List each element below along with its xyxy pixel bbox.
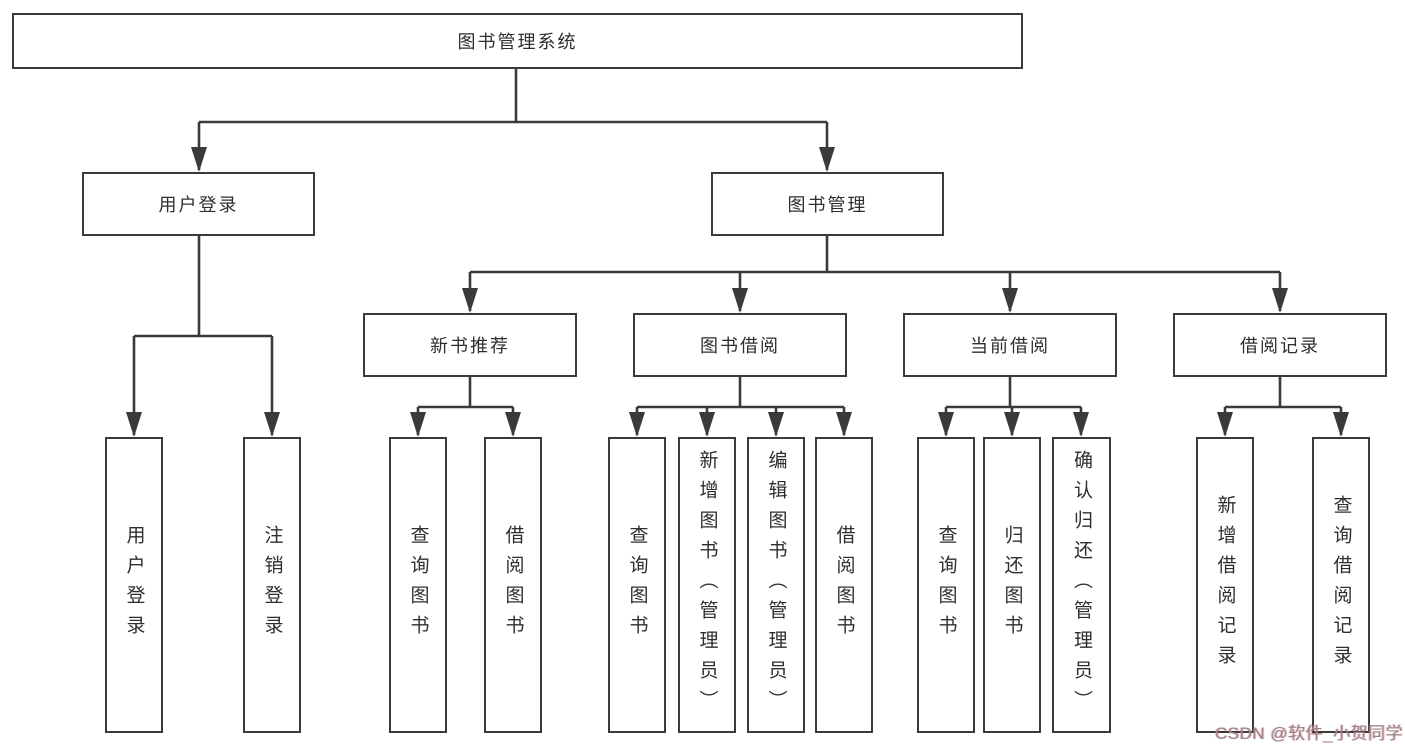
arrow-down	[699, 412, 715, 437]
arrow-down	[732, 288, 748, 313]
leaf-logout-label: 注销登录	[261, 525, 283, 645]
leaf-return-book-label: 归还图书	[1001, 525, 1023, 645]
leaf-confirm-return-admin-label: 确认归还（管理员）	[1071, 450, 1092, 720]
node-new-book-recommendation: 新书推荐	[363, 313, 577, 377]
leaf-user-login-label: 用户登录	[123, 525, 145, 645]
leaf-query-borrow-record-label: 查询借阅记录	[1330, 495, 1352, 675]
arrow-down	[264, 412, 280, 437]
arrow-down	[629, 412, 645, 437]
arrow-down	[1272, 288, 1288, 313]
node-borrowing-records: 借阅记录	[1173, 313, 1387, 377]
arrow-down	[462, 288, 478, 313]
node-new-book-recommendation-label: 新书推荐	[430, 336, 510, 356]
arrow-down	[191, 147, 207, 172]
leaf-add-borrow-record: 新增借阅记录	[1196, 437, 1254, 733]
connector-newbookrec-to-leaves	[416, 377, 515, 435]
leaf-add-borrow-record-label: 新增借阅记录	[1214, 495, 1236, 675]
leaf-borrow-book-recommendation: 借阅图书	[484, 437, 542, 733]
arrow-down	[819, 147, 835, 172]
leaf-confirm-return-admin: 确认归还（管理员）	[1052, 437, 1111, 733]
node-root: 图书管理系统	[12, 13, 1023, 69]
leaf-query-book-current-label: 查询图书	[935, 525, 957, 645]
node-borrowing-records-label: 借阅记录	[1240, 336, 1320, 356]
node-root-label: 图书管理系统	[457, 32, 578, 52]
connector-bookborrow-to-leaves	[635, 377, 846, 435]
node-book-management: 图书管理	[711, 172, 944, 236]
leaf-query-borrow-record: 查询借阅记录	[1312, 437, 1370, 733]
node-book-borrowing-label: 图书借阅	[700, 336, 780, 356]
leaf-add-book-admin: 新增图书（管理员）	[678, 437, 736, 733]
node-current-borrowing: 当前借阅	[903, 313, 1117, 377]
connector-root-to-level2	[197, 69, 829, 170]
arrow-down	[1002, 288, 1018, 313]
node-user-login: 用户登录	[82, 172, 315, 236]
leaf-query-book-borrowing: 查询图书	[608, 437, 666, 733]
leaf-return-book: 归还图书	[983, 437, 1041, 733]
leaf-borrow-book-recommendation-label: 借阅图书	[502, 525, 524, 645]
arrow-down	[836, 412, 852, 437]
arrow-down	[1004, 412, 1020, 437]
leaf-add-book-admin-label: 新增图书（管理员）	[696, 450, 718, 720]
leaf-logout: 注销登录	[243, 437, 301, 733]
leaf-edit-book-admin: 编辑图书（管理员）	[747, 437, 805, 733]
node-user-login-label: 用户登录	[158, 195, 239, 215]
leaf-borrow-book-borrowing: 借阅图书	[815, 437, 873, 733]
connector-bookmgmt-to-level3	[468, 236, 1282, 311]
connector-borrowrecords-to-leaves	[1223, 377, 1343, 435]
arrow-down	[1073, 412, 1089, 437]
leaf-query-book-recommendation-label: 查询图书	[407, 525, 429, 645]
csdn-watermark: CSDN @软件_小贺同学	[1214, 724, 1403, 743]
node-book-borrowing: 图书借阅	[633, 313, 847, 377]
node-current-borrowing-label: 当前借阅	[970, 336, 1050, 356]
node-book-management-label: 图书管理	[787, 195, 868, 215]
arrow-down	[1217, 412, 1233, 437]
leaf-query-book-recommendation: 查询图书	[389, 437, 447, 733]
connector-userlogin-to-leaves	[132, 236, 274, 435]
arrow-down	[1333, 412, 1349, 437]
leaf-user-login: 用户登录	[105, 437, 163, 733]
arrow-down	[938, 412, 954, 437]
leaf-query-book-current: 查询图书	[917, 437, 975, 733]
arrow-down	[410, 412, 426, 437]
leaf-borrow-book-borrowing-label: 借阅图书	[833, 525, 855, 645]
arrow-down	[505, 412, 521, 437]
arrow-down	[126, 412, 142, 437]
arrow-down	[768, 412, 784, 437]
leaf-query-book-borrowing-label: 查询图书	[626, 525, 648, 645]
leaf-edit-book-admin-label: 编辑图书（管理员）	[765, 450, 787, 720]
